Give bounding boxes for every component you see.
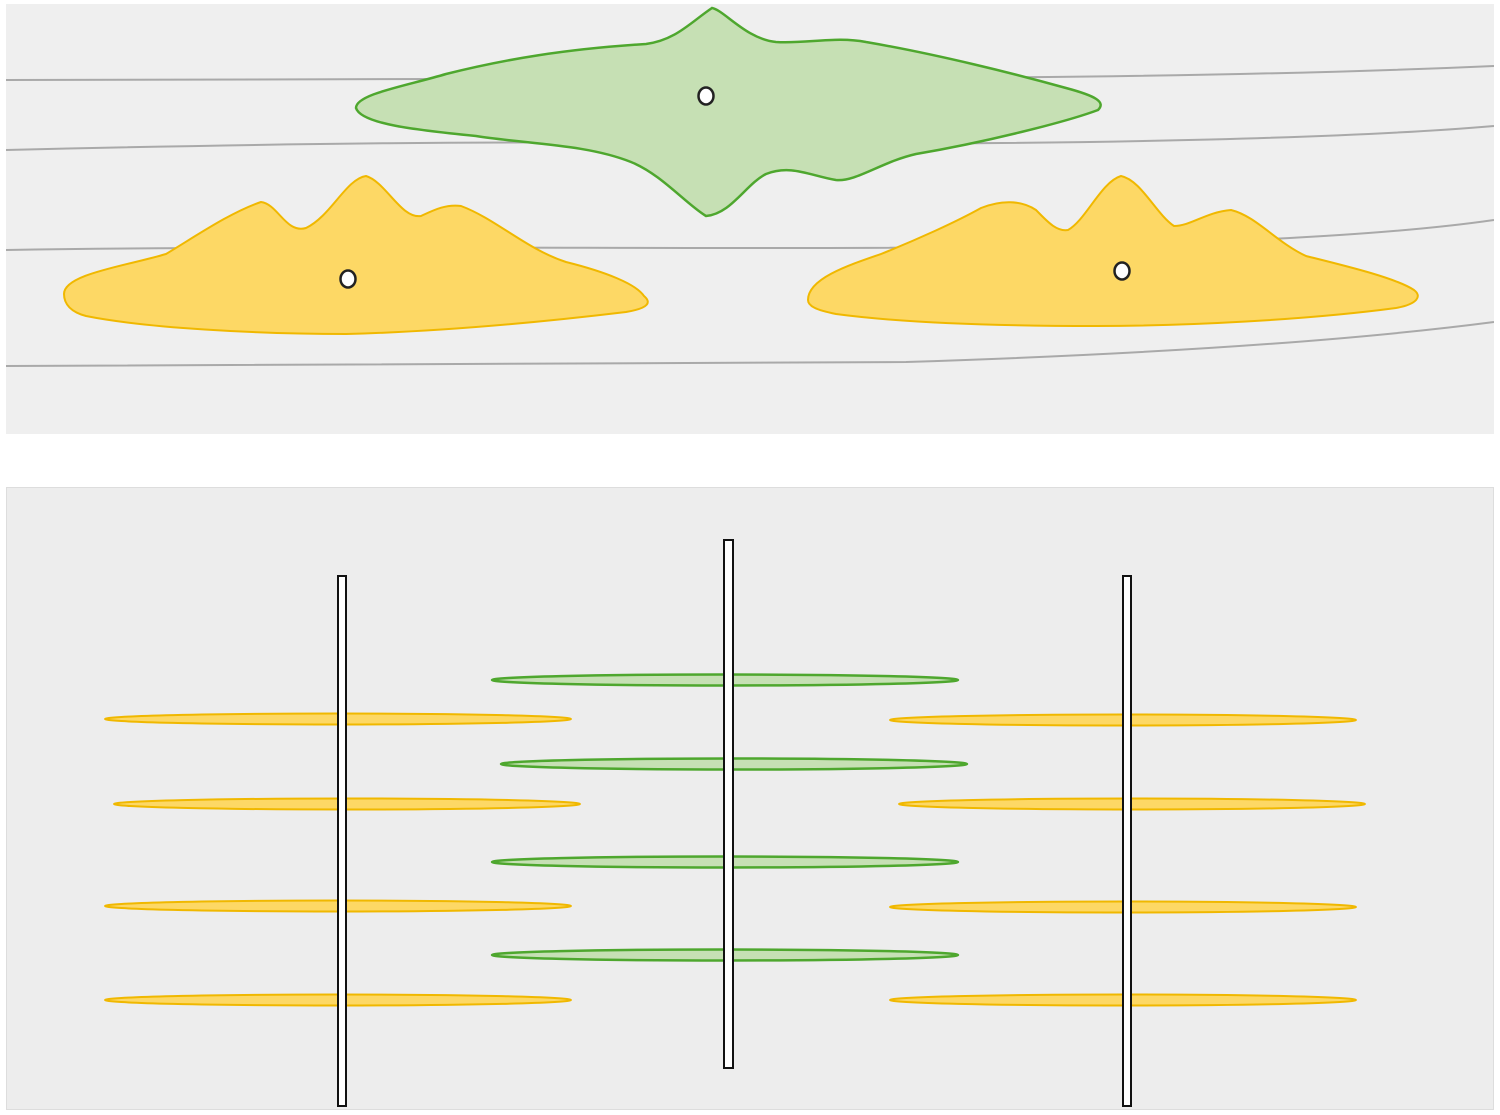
vertical-axis-rod bbox=[337, 575, 347, 1107]
right-column bbox=[889, 575, 1366, 1107]
top-panel-canvas bbox=[6, 6, 1494, 367]
right-yellow-cell bbox=[806, 174, 1419, 328]
layer-line bbox=[6, 321, 1494, 367]
bottom-panel bbox=[6, 487, 1494, 1110]
bottom-panel-canvas bbox=[104, 539, 1366, 1107]
center-column bbox=[490, 539, 969, 1069]
left-column bbox=[104, 575, 581, 1107]
left-yellow-cell bbox=[62, 174, 649, 336]
center-green-cell bbox=[354, 6, 1102, 218]
top-panel bbox=[6, 4, 1494, 434]
vertical-axis-rod bbox=[723, 539, 734, 1069]
nucleus-marker bbox=[339, 269, 357, 289]
nucleus-marker bbox=[1113, 261, 1131, 281]
vertical-axis-rod bbox=[1122, 575, 1132, 1107]
nucleus-marker bbox=[697, 86, 715, 106]
